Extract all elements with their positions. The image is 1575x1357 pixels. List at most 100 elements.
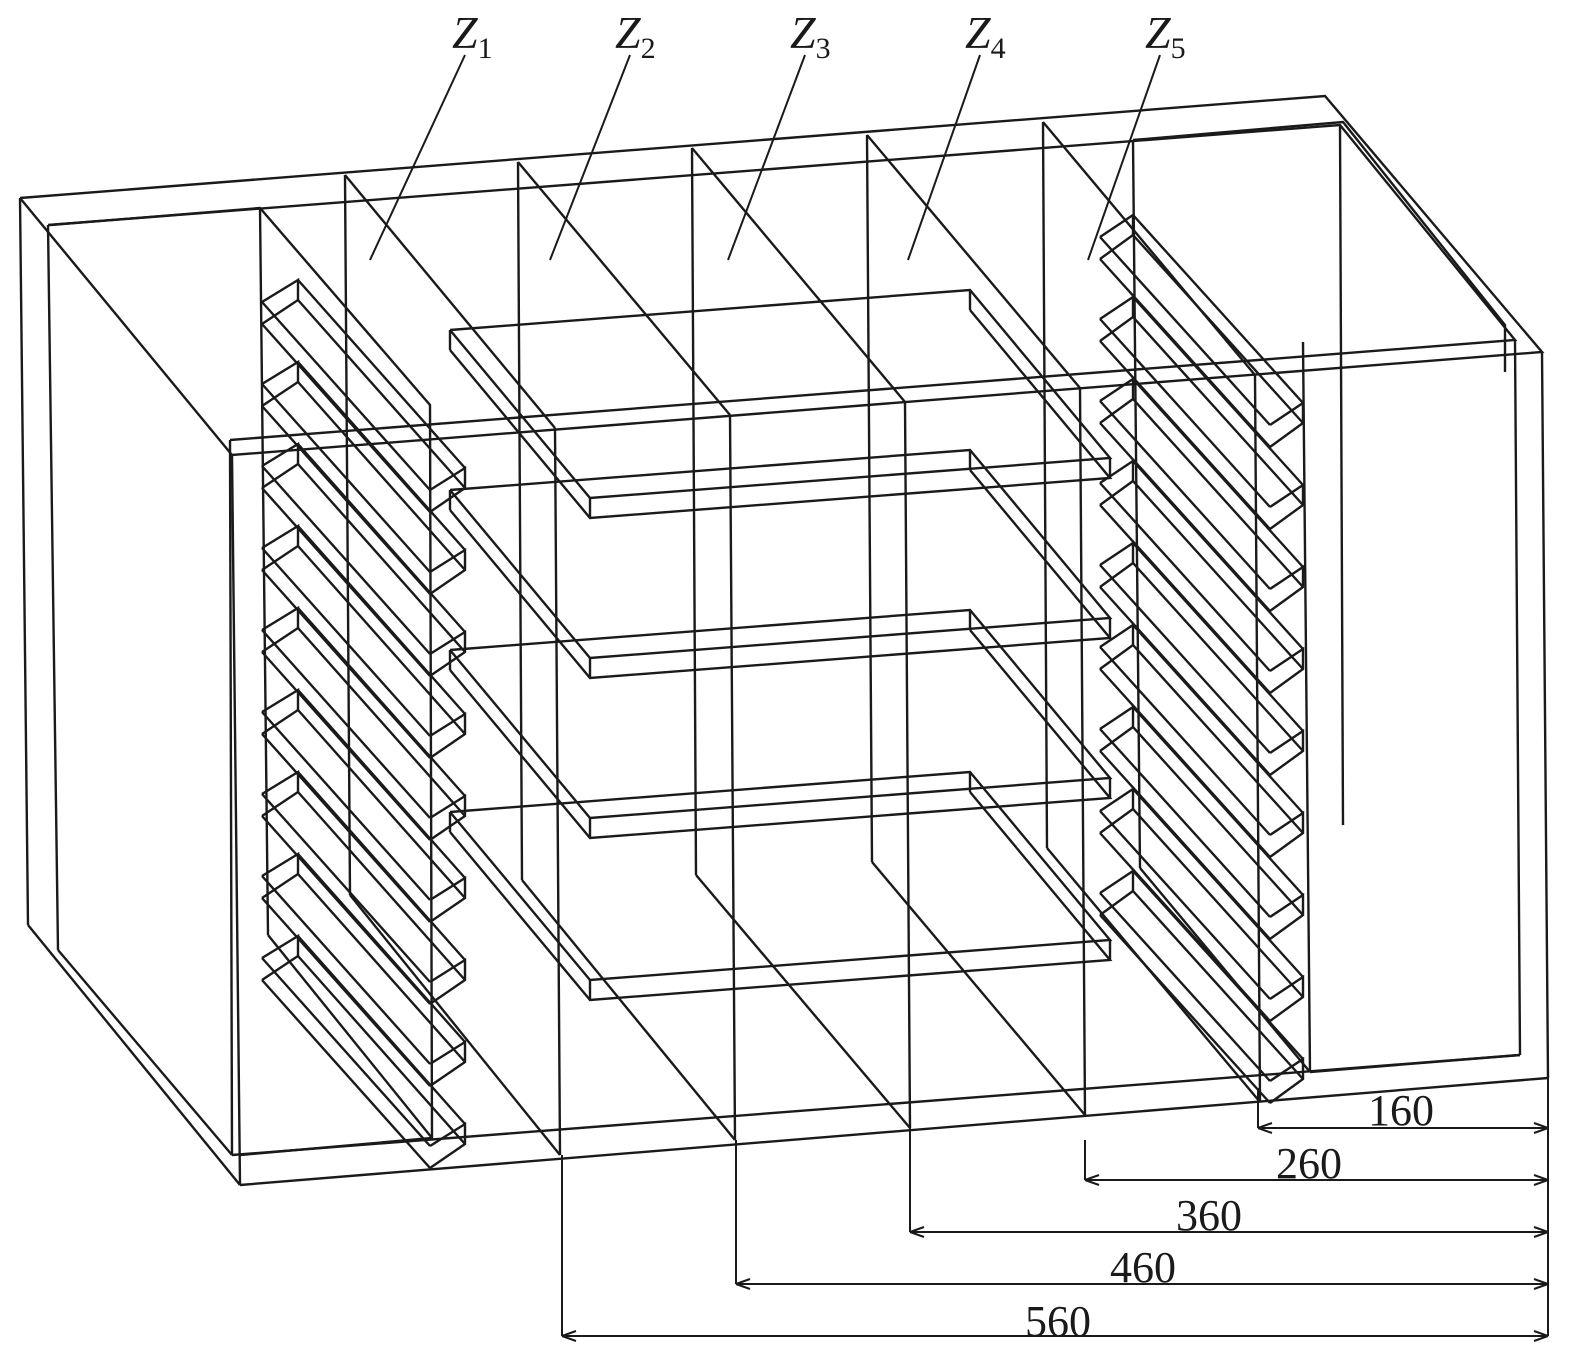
left-rack-fins (261, 277, 467, 1169)
left-fin-edge (261, 629, 431, 819)
right-fin-back (1099, 868, 1135, 916)
shelf-top (449, 448, 1113, 660)
left-fin-edge (297, 361, 466, 551)
right-fin-edge (1099, 318, 1271, 508)
left-fin-edge (297, 381, 466, 571)
dimension-label-160: 160 (1368, 1086, 1434, 1135)
dimension-arrow (909, 1226, 925, 1233)
right-fin-edge (1099, 892, 1271, 1082)
shelf-bottom (449, 309, 1113, 520)
right-fin-edge (1132, 234, 1304, 424)
left-fin-edge (261, 711, 431, 901)
right-fin-edge (1099, 646, 1271, 836)
left-fin-back (261, 605, 300, 653)
dimension-arrow (1533, 1174, 1549, 1181)
dimension-arrow (735, 1283, 751, 1290)
dimension-label-460: 460 (1110, 1243, 1176, 1292)
right-fin-edge (1132, 624, 1304, 814)
left-fin-edge (261, 301, 431, 491)
right-fin-front (1269, 810, 1305, 858)
left-fin-edge (261, 979, 431, 1169)
left-fin-back (261, 277, 300, 325)
right-fin-edge (1132, 542, 1304, 732)
left-fin-back (261, 687, 300, 735)
shelf-bottom (449, 629, 1113, 840)
right-fin-edge (1132, 706, 1304, 896)
left-fin-edge (297, 443, 466, 633)
dimension-arrow (1533, 1122, 1549, 1129)
left-fin-edge (297, 873, 466, 1063)
right-fin-edge (1132, 480, 1304, 670)
dimension-label-560: 560 (1025, 1297, 1091, 1346)
dimension-arrow (561, 1335, 577, 1342)
dimension-arrow (1533, 1179, 1549, 1186)
right-fin-front (1269, 728, 1305, 776)
left-fin-edge (261, 383, 431, 573)
dimension-arrow (1257, 1122, 1273, 1129)
right-fin-back (1099, 540, 1135, 588)
right-fin-back (1099, 294, 1135, 342)
left-fin-edge (297, 299, 466, 489)
dimension-label-360: 360 (1176, 1191, 1242, 1240)
dimension-label-260: 260 (1276, 1139, 1342, 1188)
dimension-arrow (1533, 1283, 1549, 1290)
right-fin-edge (1132, 214, 1304, 404)
right-fin-edge (1099, 482, 1271, 672)
left-fin-front (429, 711, 467, 759)
right-fin-edge (1132, 378, 1304, 568)
left-fin-edge (261, 465, 431, 655)
dimension-arrow (1533, 1127, 1549, 1134)
dimension-arrow (1533, 1330, 1549, 1337)
left-fin-edge (297, 545, 466, 735)
right-fin-front (1269, 482, 1305, 530)
zone-label-5: Z5 (1145, 7, 1186, 65)
left-fin-edge (297, 627, 466, 817)
right-fin-edge (1132, 788, 1304, 978)
left-fin-front (429, 465, 467, 513)
right-fin-back (1099, 704, 1135, 752)
right-fin-edge (1132, 296, 1304, 486)
left-fin-edge (261, 793, 431, 983)
left-fin-edge (297, 853, 466, 1043)
left-fin-back (261, 851, 300, 899)
right-fin-edge (1132, 644, 1304, 834)
left-fin-edge (297, 525, 466, 715)
right-rack-fins (1099, 212, 1305, 1104)
right-fin-front (1269, 892, 1305, 940)
left-fin-edge (297, 463, 466, 653)
dimension-arrow (1084, 1174, 1100, 1181)
shelf-bottom (449, 469, 1113, 680)
left-fin-front (429, 629, 467, 677)
right-fin-back (1099, 212, 1135, 260)
left-fin-front (429, 1039, 467, 1087)
left-fin-edge (261, 957, 431, 1147)
zone-label-2: Z2 (615, 7, 656, 65)
left-fin-edge (297, 935, 466, 1125)
dimension-arrow (1533, 1278, 1549, 1285)
right-fin-front (1269, 646, 1305, 694)
left-fin-edge (297, 689, 466, 879)
left-fin-edge (297, 771, 466, 961)
right-fin-front (1269, 1056, 1305, 1104)
right-fin-back (1099, 376, 1135, 424)
dimension-arrow (1533, 1335, 1549, 1342)
left-fin-front (429, 1121, 467, 1169)
zone-leaders (369, 54, 1161, 261)
right-fin-edge (1132, 870, 1304, 1060)
left-fin-edge (261, 547, 431, 737)
left-fin-front (429, 875, 467, 923)
left-fin-edge (297, 607, 466, 797)
dimension-arrow (1533, 1226, 1549, 1233)
right-fin-edge (1132, 726, 1304, 916)
dimension-arrow (1084, 1179, 1100, 1186)
right-fin-edge (1099, 914, 1271, 1104)
right-rack-wall (1131, 120, 1521, 1074)
left-fin-back (261, 359, 300, 407)
dimension-arrow (909, 1231, 925, 1238)
left-fin-edge (297, 279, 466, 469)
right-fin-edge (1099, 564, 1271, 754)
outer-box (18, 94, 1550, 1187)
zone-partitions (343, 121, 1262, 1156)
